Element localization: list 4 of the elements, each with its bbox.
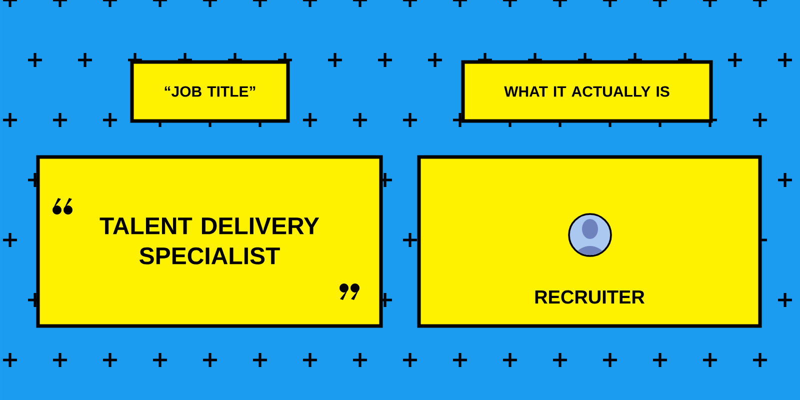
text-box: WHAT IT ACTUALLY IS [461, 60, 713, 123]
text-box: RECRUITER [417, 155, 762, 328]
text-box: “JOB TITLE” [130, 60, 290, 123]
text-box: TALENT DELIVERY SPECIALIST [36, 155, 383, 328]
